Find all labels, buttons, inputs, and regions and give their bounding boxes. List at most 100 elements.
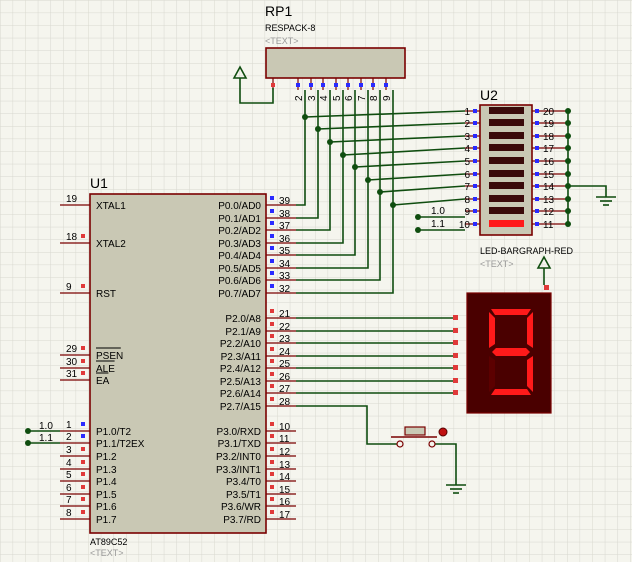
vcc-terminal-u2 — [536, 255, 552, 285]
u1-pin-label: P2.1/A9 — [225, 327, 261, 338]
seven-seg-segment-c — [527, 356, 533, 392]
wire-junction — [565, 133, 571, 139]
button-terminal-left — [396, 440, 404, 448]
button-terminal-right — [428, 440, 436, 448]
u1-pin-label: P1.5 — [96, 490, 117, 501]
rp1-pin-marker — [346, 83, 350, 87]
bargraph-drive-wire — [367, 173, 466, 181]
u1-pin-number: 2 — [66, 432, 72, 443]
u2-bargraph[interactable]: U2 LED-BARGRAPH-RED <TEXT> 1234567891020… — [459, 87, 574, 269]
u1-pin-label: P3.3/INT1 — [216, 465, 261, 476]
u1-pin-label: P3.4/T0 — [226, 477, 261, 488]
u1-pin-number: 4 — [66, 458, 72, 469]
u1-pin-label: P0.2/AD2 — [218, 226, 261, 237]
u1-pin-marker — [81, 497, 85, 501]
rp1-pin-number: 9 — [382, 95, 393, 101]
u2-ref: U2 — [480, 87, 498, 103]
u1-pin-label: P2.6/A14 — [220, 389, 262, 400]
seven-seg-pin-marker — [453, 390, 458, 395]
u1-pin-number: 6 — [66, 483, 72, 494]
rp1-pin-number: 7 — [357, 95, 368, 101]
rp1-pin-number: 8 — [369, 95, 380, 101]
u1-pin-number: 21 — [279, 309, 291, 320]
u2-pin-number: 19 — [543, 119, 555, 130]
u1-pin-label: P0.0/AD0 — [218, 201, 261, 212]
u2-pin-marker — [473, 172, 477, 176]
u2-pin-number: 3 — [464, 132, 470, 143]
rp1-pin-number: 3 — [307, 95, 318, 101]
u1-pin-number: 17 — [279, 510, 291, 521]
wire-junction — [565, 120, 571, 126]
seven-segment-display[interactable]: 9 — [453, 285, 552, 414]
bargraph-segment — [489, 195, 524, 202]
bus-p0-wire — [296, 90, 331, 231]
seven-seg-segment-f — [489, 312, 495, 348]
rp1-ref: RP1 — [265, 3, 292, 19]
net-label-p11-u2: 1.1 — [431, 219, 445, 230]
u2-pin-marker — [535, 109, 539, 113]
u1-text: <TEXT> — [90, 548, 124, 558]
u1-pin-number: 23 — [279, 334, 291, 345]
u2-pin-marker — [535, 159, 539, 163]
u1-pin-number: 11 — [279, 434, 290, 445]
u2-pin-marker — [535, 184, 539, 188]
u1-pin-marker — [270, 309, 274, 313]
u1-pin-marker — [81, 510, 85, 514]
u2-pin-number: 8 — [464, 195, 470, 206]
bargraph-segment — [489, 132, 524, 139]
u2-pin-marker — [473, 184, 477, 188]
u1-pin-number: 38 — [279, 209, 291, 220]
u1-pin-label: P0.7/AD7 — [218, 289, 261, 300]
u1-pin-number: 1 — [66, 420, 72, 431]
u1-pin-label: P1.3 — [96, 465, 117, 476]
u1-pin-number: 5 — [66, 470, 72, 481]
u1-pin-marker — [81, 284, 85, 288]
u1-pin-label: P0.4/AD4 — [218, 251, 261, 262]
wire-junction — [565, 196, 571, 202]
rp1-pin-number: 4 — [319, 95, 330, 101]
rp1-pin-marker — [384, 83, 388, 87]
u2-value: LED-BARGRAPH-RED — [480, 246, 574, 256]
u1-microcontroller[interactable]: U1 AT89C52 <TEXT> 19XTAL118XTAL29RST29PS… — [60, 175, 296, 558]
u1-ref: U1 — [90, 175, 108, 191]
bargraph-drive-wire — [329, 135, 466, 143]
u1-pin-label: P3.5/T1 — [226, 490, 261, 501]
u1-pin-marker — [270, 334, 274, 338]
rp1-pin-marker — [309, 83, 313, 87]
ground-symbol-u2 — [596, 192, 616, 206]
bargraph-drive-wire — [304, 110, 466, 118]
u2-pin-number: 13 — [543, 195, 555, 206]
u1-pin-label: XTAL1 — [96, 201, 126, 212]
u1-pin-label: P1.6 — [96, 502, 117, 513]
push-button[interactable] — [391, 426, 448, 448]
bargraph-segment — [489, 144, 524, 151]
u1-pin-label: P0.5/AD5 — [218, 264, 261, 275]
u1-pin-number: 18 — [66, 232, 78, 243]
u2-pin-number: 16 — [543, 157, 555, 168]
bargraph-segment — [489, 157, 524, 164]
vcc-terminal — [232, 65, 274, 104]
seven-seg-segment-d — [491, 389, 531, 395]
u1-pin-number: 33 — [279, 271, 291, 282]
bargraph-drive-wire — [392, 198, 466, 206]
u2-pin-number: 10 — [459, 220, 471, 231]
wire-junction — [390, 202, 396, 208]
bus-p0-wire — [296, 90, 356, 256]
seven-seg-pin-marker — [453, 328, 458, 333]
u1-pin-number: 14 — [279, 472, 291, 483]
seven-seg-pin-marker — [453, 315, 458, 320]
u2-pin-number: 12 — [543, 207, 555, 218]
u1-pin-marker — [270, 460, 274, 464]
bargraph-segment — [489, 207, 524, 214]
u1-pin-marker — [270, 472, 274, 476]
u2-pin-number: 9 — [464, 207, 470, 218]
seven-seg-pin-marker — [453, 365, 458, 370]
wire-junction — [565, 171, 571, 177]
wire-junction — [302, 114, 308, 120]
wire-junction — [315, 126, 321, 132]
u2-ground-wire — [568, 185, 607, 192]
wire-junction — [565, 221, 571, 227]
u1-pin-label: P3.2/INT0 — [216, 452, 261, 463]
u1-pin-number: 7 — [66, 495, 72, 506]
